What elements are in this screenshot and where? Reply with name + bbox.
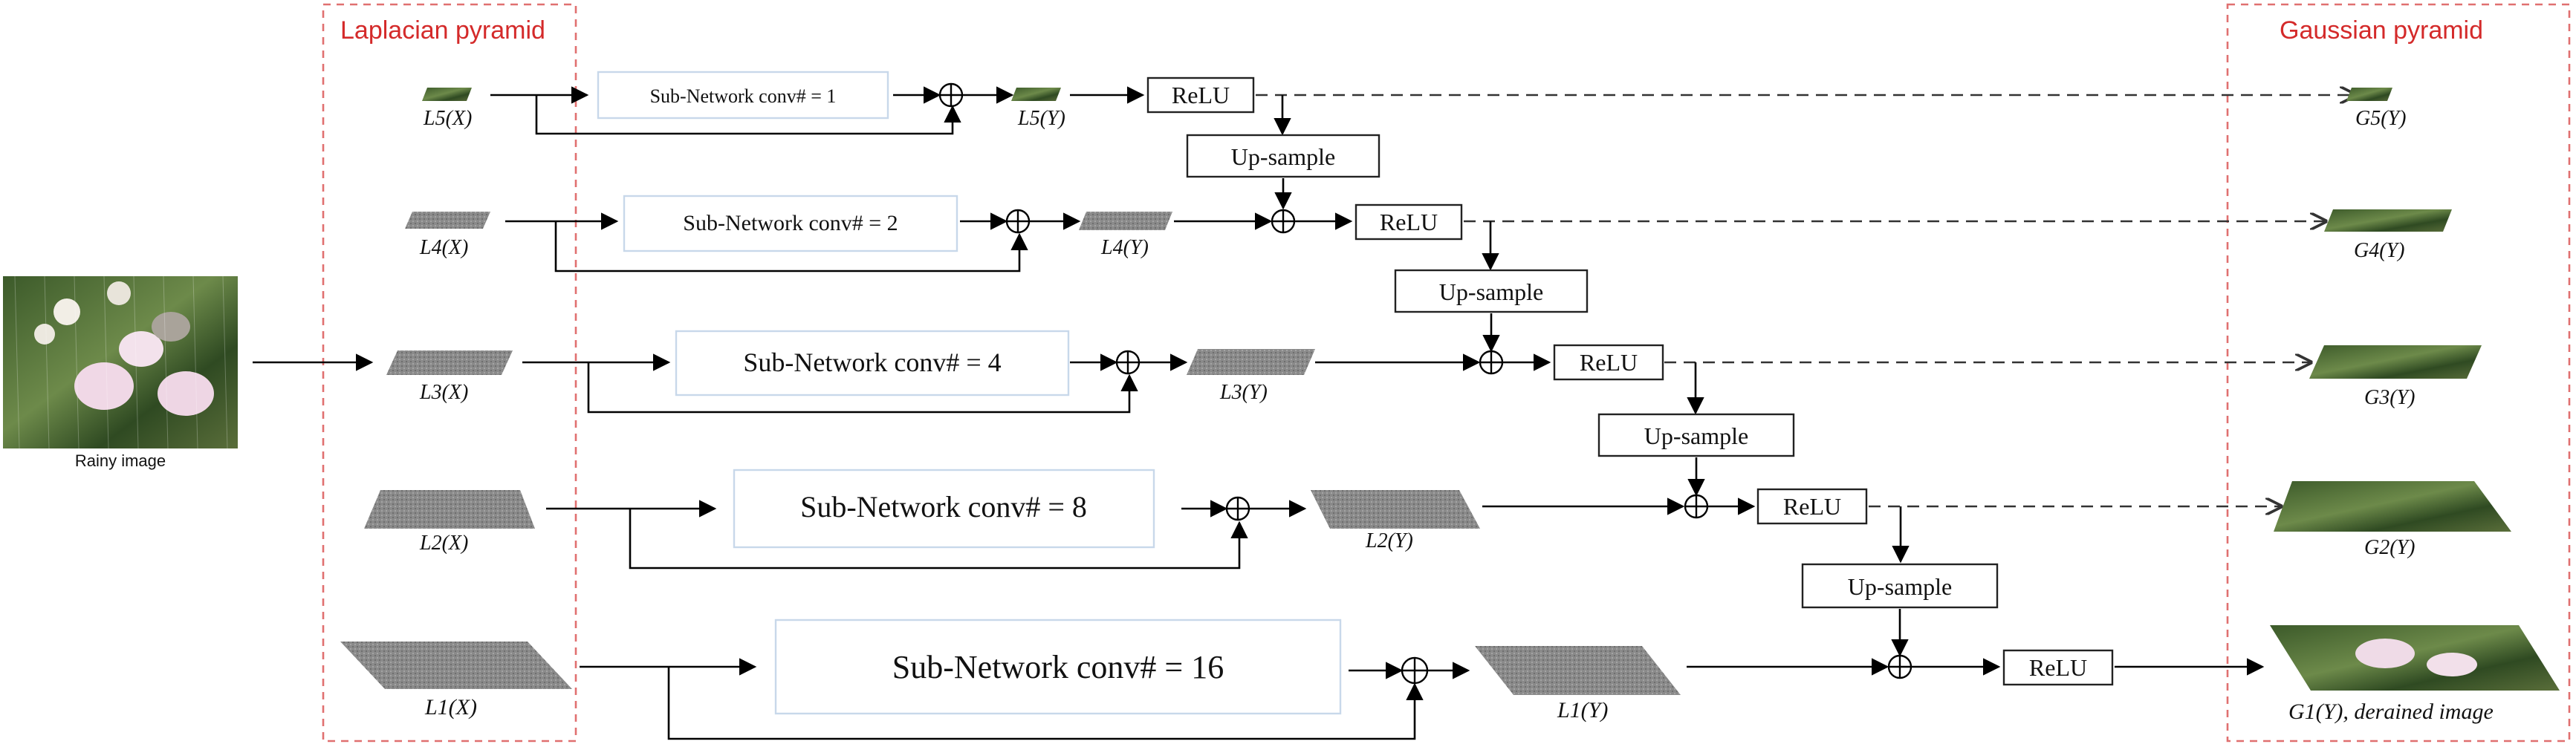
level-4: L4(X) Sub-Network conv# = 2 L4(Y) ReLU G… xyxy=(405,195,2452,273)
relu-label-1: ReLU xyxy=(2029,654,2087,681)
relu-box-2 xyxy=(1756,488,1868,525)
level-2: L2(X) Sub-Network conv# = 8 L2(Y) ReLU G… xyxy=(364,469,2511,570)
l4y-label: L4(Y) xyxy=(1100,236,1149,259)
add-node-2 xyxy=(1225,496,1250,521)
rainy-image xyxy=(3,275,238,449)
subnetwork-label-5: Sub-Network conv# = 1 xyxy=(650,85,837,107)
upsample-box-3 xyxy=(1597,413,1795,457)
upsample-label-5: Up-sample xyxy=(1231,143,1335,170)
level-1: L1(X) Sub-Network conv# = 16 L1(Y) ReLU … xyxy=(340,619,2560,740)
relu-label-4: ReLU xyxy=(1380,209,1438,235)
relu-box-5 xyxy=(1146,76,1255,114)
g3-thumbnail xyxy=(2309,345,2482,379)
relu-box-3 xyxy=(1553,344,1664,381)
l4x-thumbnail xyxy=(405,212,490,229)
add-node-2b xyxy=(1684,494,1709,519)
l2y-thumbnail xyxy=(1311,490,1480,529)
g3-label: G3(Y) xyxy=(2364,386,2415,409)
l5y-label: L5(Y) xyxy=(1017,107,1065,130)
g2-thumbnail xyxy=(2274,481,2511,532)
l2x-label: L2(X) xyxy=(419,532,468,555)
relu-box-4 xyxy=(1354,203,1463,241)
add-node-1 xyxy=(1401,656,1429,685)
subnetwork-box-4 xyxy=(623,195,958,252)
g4-label: G4(Y) xyxy=(2354,239,2404,262)
g5-label: G5(Y) xyxy=(2355,107,2406,130)
subnetwork-label-3: Sub-Network conv# = 4 xyxy=(743,347,1001,377)
l2y-label: L2(Y) xyxy=(1365,529,1413,552)
subnetwork-box-5 xyxy=(597,71,889,120)
l1x-label: L1(X) xyxy=(424,695,477,719)
laplacian-frame xyxy=(322,3,577,743)
g2-label: G2(Y) xyxy=(2364,536,2415,559)
l1y-label: L1(Y) xyxy=(1557,698,1608,722)
upsample-label-3: Up-sample xyxy=(1644,422,1748,449)
l3y-thumbnail xyxy=(1187,349,1315,375)
g4-thumbnail xyxy=(2324,209,2452,232)
l5y-thumbnail xyxy=(1011,88,1061,101)
relu-label-2: ReLU xyxy=(1783,493,1841,520)
upsample-box-4 xyxy=(1394,269,1589,313)
add-node-4b xyxy=(1271,209,1296,234)
l3x-thumbnail xyxy=(386,350,513,375)
relu-box-1 xyxy=(2002,649,2114,686)
gaussian-label: Gaussian pyramid xyxy=(2280,16,2483,45)
upsample-box-2 xyxy=(1801,563,1999,609)
subnetwork-box-1 xyxy=(774,619,1342,715)
upsample-label-4: Up-sample xyxy=(1439,278,1543,305)
l4y-thumbnail xyxy=(1079,212,1172,230)
l5x-thumbnail xyxy=(422,88,472,101)
laplacian-label: Laplacian pyramid xyxy=(340,16,545,45)
relu-label-5: ReLU xyxy=(1172,82,1230,108)
subnetwork-label-2: Sub-Network conv# = 8 xyxy=(800,490,1087,523)
rainy-image-caption: Rainy image xyxy=(75,451,166,470)
g1-label: G1(Y), derained image xyxy=(2288,699,2494,724)
add-node-3b xyxy=(1479,350,1504,375)
subnetwork-box-3 xyxy=(675,330,1070,397)
add-node-5 xyxy=(938,82,964,108)
upsample-box-5 xyxy=(1186,134,1381,178)
upsample-label-2: Up-sample xyxy=(1848,573,1952,600)
subnetwork-label-4: Sub-Network conv# = 2 xyxy=(683,211,898,235)
level-5: L5(X) Sub-Network conv# = 1 L5(Y) ReLU G… xyxy=(422,71,2406,135)
l3y-label: L3(Y) xyxy=(1219,381,1268,404)
l1x-thumbnail xyxy=(340,642,572,689)
level-3: L3(X) Sub-Network conv# = 4 L3(Y) ReLU G… xyxy=(386,330,2482,414)
l3x-label: L3(X) xyxy=(419,381,468,404)
gaussian-frame xyxy=(2226,3,2571,743)
add-node-4 xyxy=(1005,209,1031,234)
l1y-thumbnail xyxy=(1475,646,1681,695)
add-node-3 xyxy=(1115,350,1141,375)
g1-thumbnail xyxy=(2270,625,2560,691)
l5x-label: L5(X) xyxy=(423,107,472,130)
subnetwork-box-2 xyxy=(733,469,1155,549)
l2x-thumbnail xyxy=(364,490,535,529)
g5-thumbnail xyxy=(2346,88,2392,101)
subnetwork-label-1: Sub-Network conv# = 16 xyxy=(892,649,1224,685)
l4x-label: L4(X) xyxy=(419,236,468,259)
add-node-1b xyxy=(1887,654,1912,679)
relu-label-3: ReLU xyxy=(1580,349,1638,376)
